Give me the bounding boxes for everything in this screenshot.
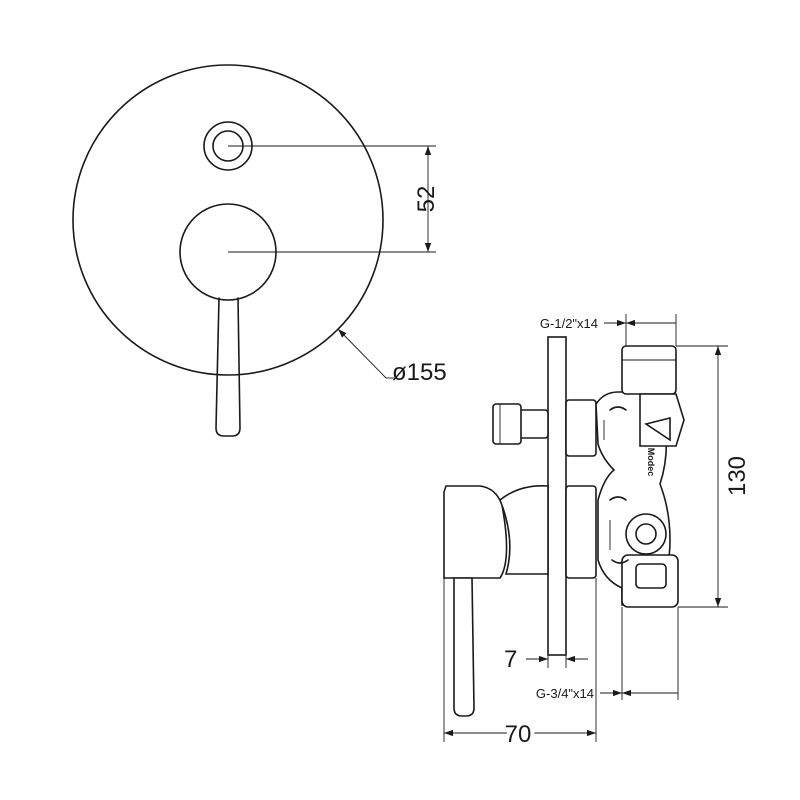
height-label: 130 — [724, 456, 751, 496]
inlet-thread-label: G-1/2"x14 — [540, 316, 598, 331]
front-view: 52 ø155 — [72, 64, 447, 437]
depth-label: 70 — [505, 721, 532, 748]
side-button-spindle — [492, 403, 549, 445]
thickness-label: 7 — [504, 646, 517, 673]
lever-handle — [215, 297, 241, 437]
valve-body: Modec — [565, 345, 685, 608]
outlet-thread-label: G-3/4"x14 — [536, 686, 594, 701]
side-cover-plate — [547, 336, 567, 656]
side-lever — [443, 484, 549, 717]
diameter-leader — [337, 328, 387, 379]
side-view: Modec G-1/2"x14 130 7 G-3/4"x14 70 — [443, 314, 751, 752]
valve-logo: Modec — [646, 448, 656, 477]
cover-plate — [72, 64, 384, 376]
diameter-label: ø155 — [392, 359, 447, 386]
spacing-label: 52 — [413, 186, 440, 213]
